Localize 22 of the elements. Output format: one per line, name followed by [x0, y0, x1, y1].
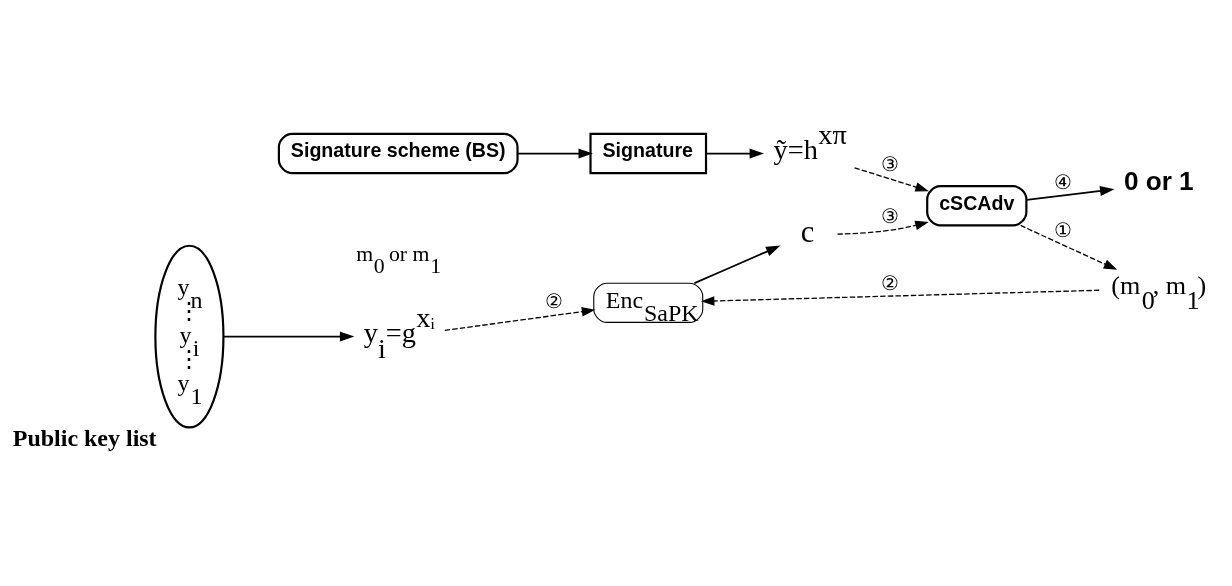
arrow — [222, 331, 355, 342]
edge-label: ③ — [881, 152, 900, 175]
node-text: c — [800, 214, 815, 249]
edge-label: ① — [1053, 218, 1072, 241]
arrow — [1025, 185, 1115, 201]
edge-label: ② — [881, 271, 900, 294]
edge-label: ② — [544, 289, 563, 312]
arrow — [693, 245, 781, 284]
edge-label: ④ — [1053, 170, 1072, 193]
edge-label: ③ — [881, 204, 900, 227]
node-label: Public key list — [12, 424, 157, 451]
arrow — [444, 306, 596, 331]
arrow — [836, 220, 929, 235]
node-box: cSCAdv — [926, 184, 1028, 226]
arrow — [853, 166, 929, 192]
node-text: 0 or 1 — [1123, 165, 1194, 196]
arrow — [1019, 224, 1118, 270]
arrow — [516, 147, 593, 159]
node-box: Signature — [589, 132, 708, 174]
arrow — [705, 147, 765, 159]
node-box: Signature scheme (BS) — [277, 132, 519, 174]
arrow — [700, 289, 1100, 306]
